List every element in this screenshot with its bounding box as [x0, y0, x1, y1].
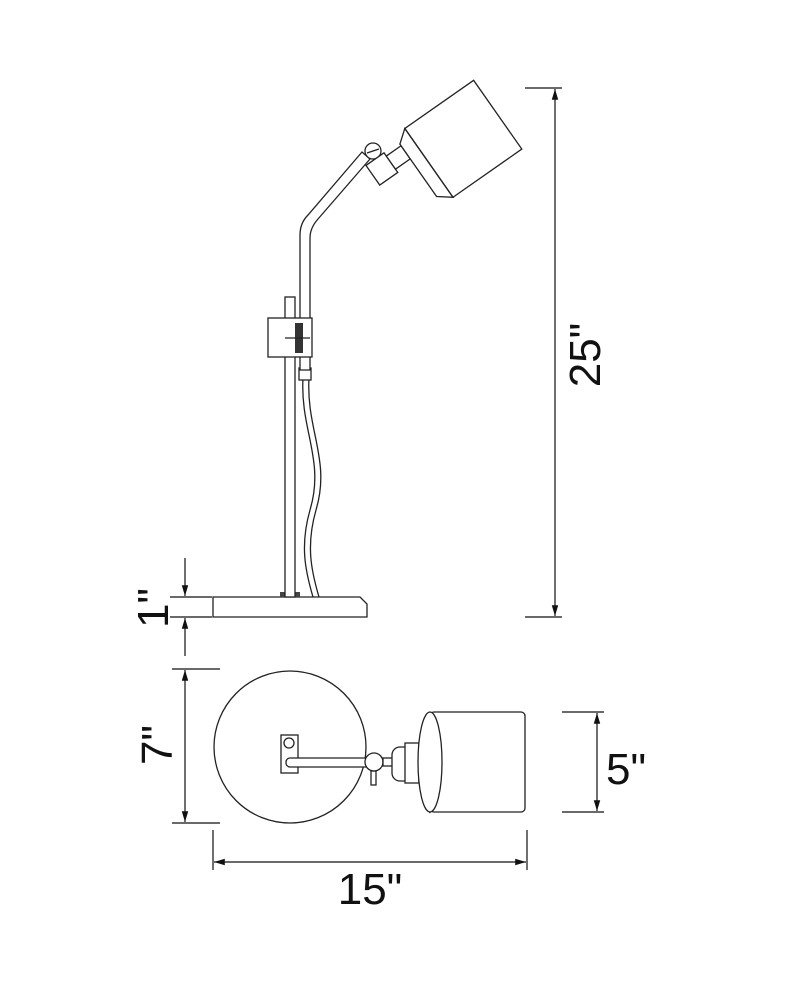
- lamp-shade-side: [365, 79, 523, 199]
- height-label: 25": [561, 323, 610, 388]
- base-height-label: 1": [129, 588, 178, 628]
- shade-top: [429, 711, 526, 813]
- overall-width-label: 15": [338, 865, 403, 914]
- lamp-base: [212, 596, 368, 618]
- pole: [284, 296, 296, 598]
- dimension-1: 1": [129, 558, 212, 656]
- dimension-15: 15": [212, 830, 528, 914]
- side-view: [212, 79, 523, 618]
- top-view: [213, 670, 526, 824]
- dimension-5: 5": [562, 711, 646, 813]
- power-cord: [302, 377, 322, 598]
- base-diameter-label: 7": [133, 725, 182, 765]
- dimension-25: 25": [525, 87, 610, 618]
- shade-diameter-label: 5": [606, 745, 646, 794]
- arm-top: [285, 757, 371, 768]
- dimension-7: 7": [133, 668, 220, 824]
